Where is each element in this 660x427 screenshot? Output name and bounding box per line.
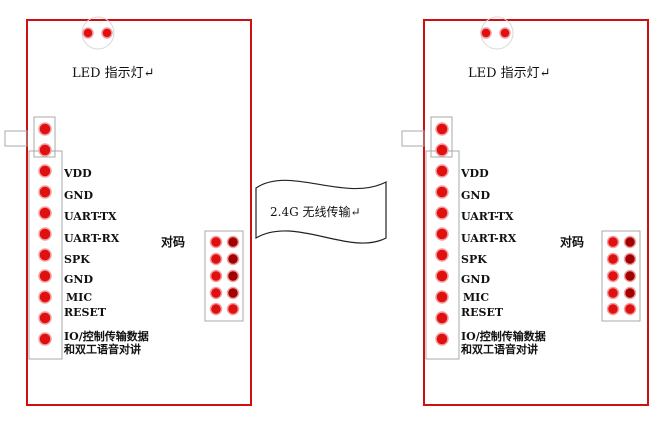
pairing-label: 对码 <box>161 234 185 249</box>
pairing-pins <box>606 235 637 316</box>
board-outline <box>423 19 649 406</box>
side-connector-upper <box>430 116 453 158</box>
pin-dot <box>38 248 52 262</box>
pairing-pin-dot <box>606 286 620 300</box>
led-dot <box>82 27 94 39</box>
pin-label-mic: MIC <box>463 291 489 304</box>
pairing-header <box>601 230 641 322</box>
pairing-pin-dot <box>226 286 240 300</box>
pairing-header <box>204 230 244 322</box>
pin-dot <box>435 290 449 304</box>
pin-label-gnd: GND <box>64 189 93 202</box>
pin-label-gnd-2: GND <box>64 273 93 286</box>
pin-label-reset: RESET <box>461 306 504 319</box>
board-outline <box>26 19 252 406</box>
pin-dot <box>435 164 449 178</box>
wireless-link: 2.4G 无线传输↵ <box>255 179 387 244</box>
pin-dot <box>38 311 52 325</box>
pin-label-reset: RESET <box>64 306 107 319</box>
led-halo <box>81 16 115 50</box>
wireless-label: 2.4G 无线传输↵ <box>270 204 361 219</box>
pairing-pin-dot <box>606 235 620 249</box>
pin-label-gnd-2: GND <box>461 273 490 286</box>
pin-label-io: IO/控制传输数据 <box>461 329 546 343</box>
pin-dot <box>38 332 52 346</box>
pin-dot <box>38 269 52 283</box>
pairing-pin-dot <box>226 235 240 249</box>
pin-dot <box>435 311 449 325</box>
pin-dot <box>435 332 449 346</box>
pin-dot <box>38 164 52 178</box>
pin-label-uart-rx: UART-RX <box>461 232 517 245</box>
pairing-pins <box>209 235 240 316</box>
pin-label-intercom: 和双工语音对讲 <box>64 342 141 356</box>
pin-label-intercom: 和双工语音对讲 <box>461 342 538 356</box>
pin-label-vdd: VDD <box>63 167 92 180</box>
led-indicator-label: LED 指示灯↵ <box>72 66 155 81</box>
pin-label-uart-rx: UART-RX <box>64 232 120 245</box>
module-right: LED 指示灯↵ VDD GND UART-TX UART-RX SPK GND… <box>401 16 649 406</box>
side-connector-tab <box>401 130 425 147</box>
pairing-pin-dot <box>623 302 637 316</box>
pairing-label: 对码 <box>560 234 584 249</box>
pin-dot <box>435 122 449 136</box>
pin-dot <box>435 185 449 199</box>
pin-column <box>435 122 449 346</box>
pairing-pin-dot <box>623 235 637 249</box>
pin-dot <box>38 185 52 199</box>
pairing-pin-dot <box>209 286 223 300</box>
pairing-pin-dot <box>606 269 620 283</box>
pairing-pin-dot <box>226 252 240 266</box>
wireless-banner-icon <box>255 179 387 244</box>
pin-label-vdd: VDD <box>460 167 489 180</box>
pin-label-gnd: GND <box>461 189 490 202</box>
pairing-pin-dot <box>226 302 240 316</box>
pin-dot <box>435 269 449 283</box>
pairing-pin-dot <box>606 302 620 316</box>
pin-dot <box>38 122 52 136</box>
pairing-pin-dot <box>623 269 637 283</box>
led-indicator-label: LED 指示灯↵ <box>468 66 551 81</box>
pin-dot <box>435 248 449 262</box>
pin-label-spk: SPK <box>461 253 487 266</box>
pin-dot <box>435 143 449 157</box>
pin-label-spk: SPK <box>64 253 90 266</box>
module-left: LED 指示灯↵ VDD GND UART-TX UART-RX SPK GN <box>4 16 252 406</box>
pairing-pin-dot <box>226 269 240 283</box>
pairing-pin-dot <box>623 286 637 300</box>
pairing-pin-dot <box>209 235 223 249</box>
pin-labels: VDD GND UART-TX UART-RX SPK GND MIC RESE… <box>460 167 546 356</box>
pin-dot <box>435 206 449 220</box>
pin-dot <box>38 290 52 304</box>
pin-dot <box>435 227 449 241</box>
pairing-pin-dot <box>209 269 223 283</box>
led-dot <box>101 27 113 39</box>
side-connector-upper <box>33 116 56 158</box>
pin-label-io: IO/控制传输数据 <box>64 329 149 343</box>
pairing-pin-dot <box>623 252 637 266</box>
pin-labels: VDD GND UART-TX UART-RX SPK GND MIC RESE… <box>63 167 149 356</box>
pin-dot <box>38 206 52 220</box>
pin-label-uart-tx: UART-TX <box>64 210 117 223</box>
side-connector-tab <box>4 130 28 147</box>
pin-label-mic: MIC <box>66 291 92 304</box>
pairing-pin-dot <box>209 302 223 316</box>
pin-dot <box>38 227 52 241</box>
pin-dot <box>38 143 52 157</box>
pin-label-uart-tx: UART-TX <box>461 210 514 223</box>
pairing-pin-dot <box>606 252 620 266</box>
pairing-pin-dot <box>209 252 223 266</box>
led-dot <box>480 27 492 39</box>
pin-column <box>38 122 52 346</box>
led-dot <box>499 27 511 39</box>
